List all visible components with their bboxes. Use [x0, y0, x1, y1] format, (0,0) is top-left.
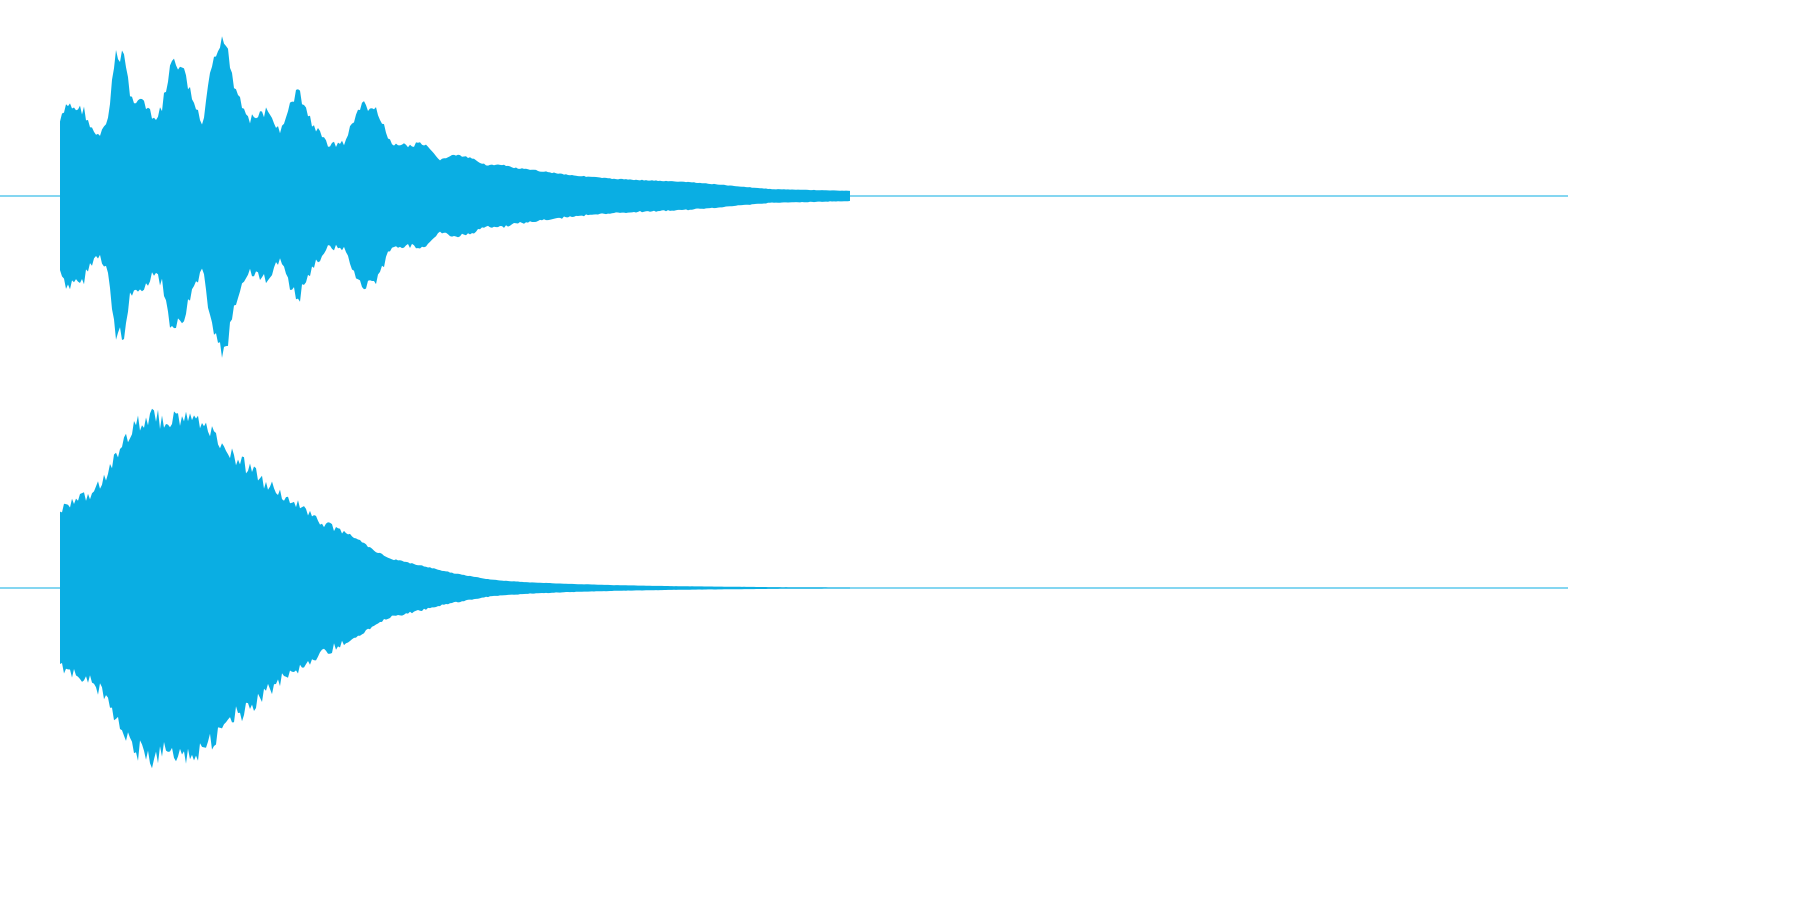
waveform-view	[0, 36, 1568, 769]
waveform-right	[60, 408, 850, 769]
stereo-waveform	[0, 36, 1568, 769]
channel-left	[0, 36, 1568, 358]
channel-right	[0, 408, 1568, 769]
waveform-left	[60, 36, 850, 358]
